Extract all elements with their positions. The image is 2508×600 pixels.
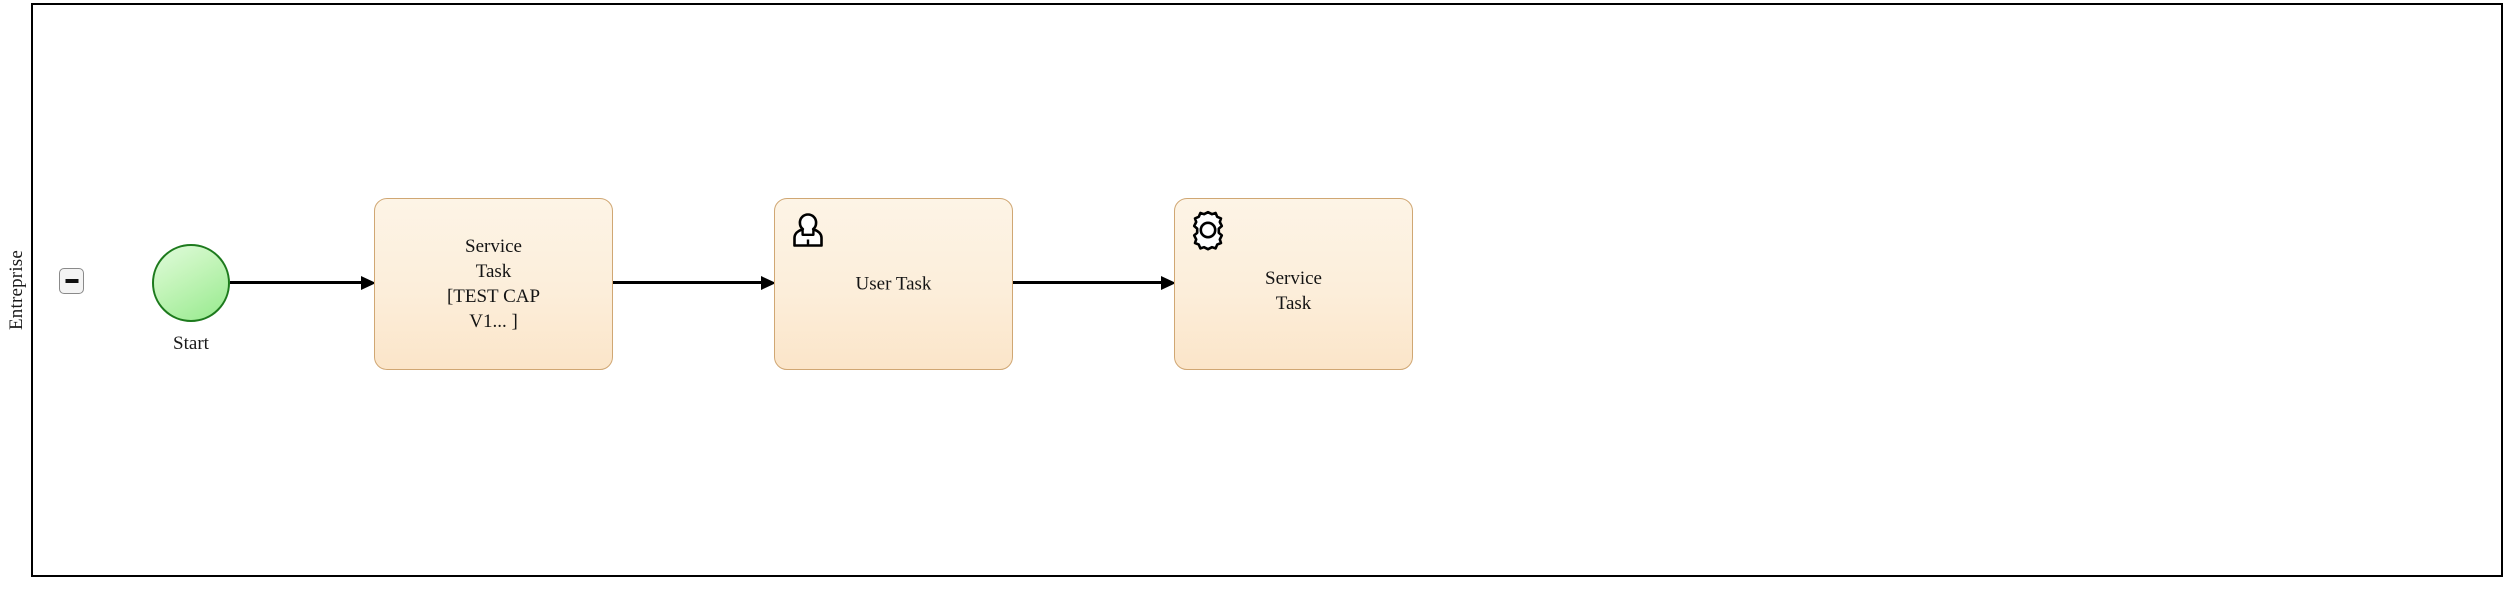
minus-icon (65, 279, 78, 283)
user-icon (786, 208, 830, 252)
start-event[interactable] (152, 244, 230, 322)
task-user-task[interactable]: User Task (774, 198, 1013, 370)
sequence-flow-start-to-task1[interactable] (230, 276, 376, 290)
arrowhead-icon (761, 276, 776, 290)
sequence-flow-task1-to-task2[interactable] (613, 276, 776, 290)
gear-icon (1186, 208, 1230, 252)
task-label: Service Task (1265, 267, 1322, 314)
task-label: Service Task [TEST CAP V1... ] (446, 236, 541, 332)
sequence-flow-task2-to-task3[interactable] (1013, 276, 1176, 290)
task-service-test-cap[interactable]: Service Task [TEST CAP V1... ] (374, 198, 613, 370)
lane-header[interactable]: Entreprise (3, 3, 33, 577)
flow-line (230, 281, 362, 285)
lane-collapse-button[interactable] (59, 268, 84, 294)
flow-line (613, 281, 762, 285)
task-service-task[interactable]: Service Task (1174, 198, 1413, 370)
start-event-circle (152, 244, 230, 322)
arrowhead-icon (361, 276, 376, 290)
task-label: User Task (855, 273, 932, 295)
flow-line (1013, 281, 1162, 285)
lane-label: Entreprise (6, 249, 28, 331)
arrowhead-icon (1161, 276, 1176, 290)
start-event-label: Start (173, 333, 209, 354)
